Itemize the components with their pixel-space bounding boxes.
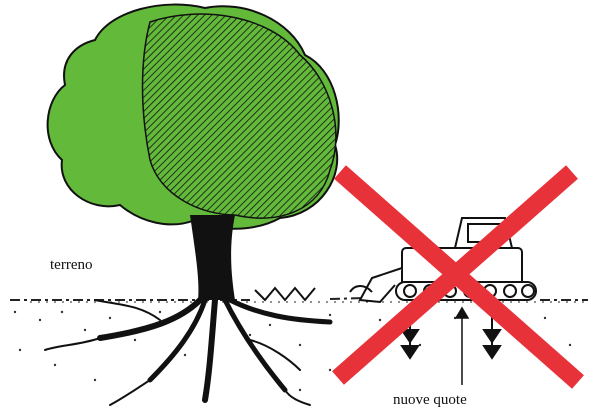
tree-trunk: [190, 215, 235, 300]
ground-label: terreno: [50, 257, 92, 274]
new-levels-label: nuove quote: [393, 392, 467, 409]
tree-shadow-hatching: [143, 14, 336, 218]
tree-icon: [45, 5, 339, 405]
up-arrow-icon: [456, 308, 468, 385]
tree-roots: [45, 300, 330, 405]
scraped-soil: [255, 288, 315, 300]
